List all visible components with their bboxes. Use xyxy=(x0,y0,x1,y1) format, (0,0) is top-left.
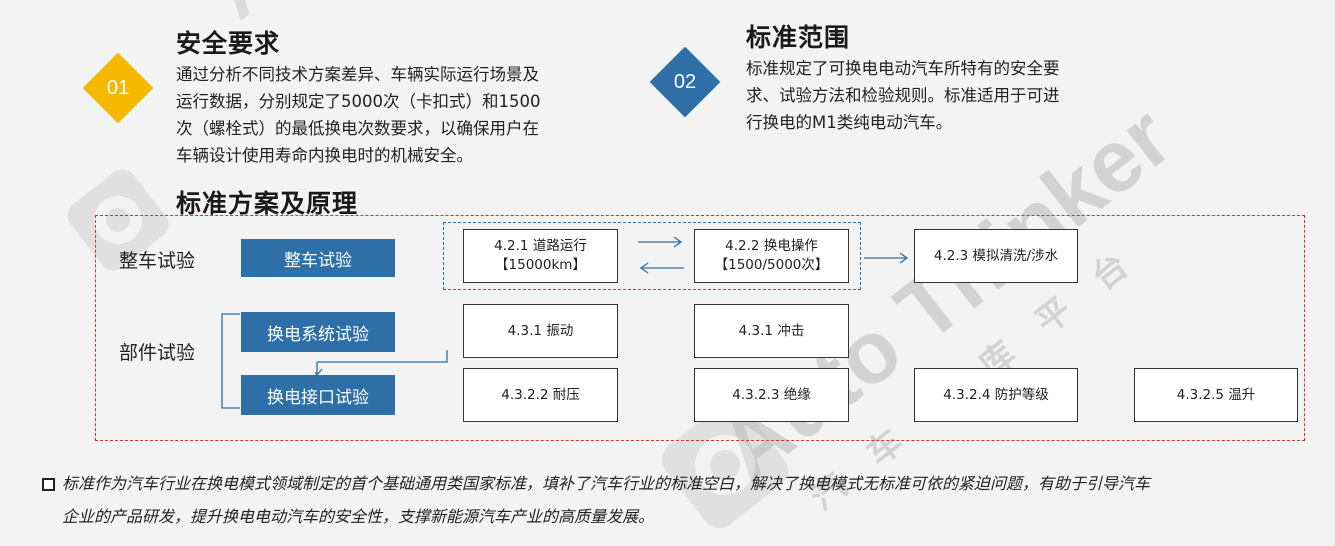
section1-line: 运行数据，分别规定了5000次（卡扣式）和1500 xyxy=(176,92,541,111)
box-temperature-rise: 4.3.2.5 温升 xyxy=(1134,368,1298,422)
component-bracket xyxy=(221,313,240,409)
section2-line: 标准规定了可换电电动汽车所特有的安全要 xyxy=(746,59,1060,78)
footer-text: 标准作为汽车行业在换电模式领域制定的首个基础通用类国家标准，填补了汽车行业的标准… xyxy=(62,467,1322,533)
section2-number: 02 xyxy=(673,70,697,93)
vehicle-test-button[interactable]: 整车试验 xyxy=(241,239,395,277)
section1-line: 通过分析不同技术方案差异、车辆实际运行场景及 xyxy=(176,65,539,84)
watermark-logo-icon xyxy=(67,169,169,271)
watermark-logo-icon-2 xyxy=(661,401,789,529)
arrow-right-icon xyxy=(638,236,683,248)
section1-number: 01 xyxy=(106,76,130,99)
box-wash-wading: 4.2.3 模拟清洗/涉水 xyxy=(914,229,1078,283)
box-insulation: 4.3.2.3 绝缘 xyxy=(694,368,849,422)
diagram-frame xyxy=(95,215,1305,441)
section3-title: 标准方案及原理 xyxy=(176,189,359,218)
vehicle-test-group xyxy=(443,222,861,290)
box-vibration: 4.3.1 振动 xyxy=(463,304,618,358)
box-road-running-line2: 【15000km】 xyxy=(495,257,586,273)
footer-line1: 标准作为汽车行业在换电模式领域制定的首个基础通用类国家标准，填补了汽车行业的标准… xyxy=(62,474,1151,493)
box-road-running: 4.2.1 道路运行 【15000km】 xyxy=(463,229,618,283)
box-protection-rating: 4.3.2.4 防护等级 xyxy=(914,368,1078,422)
section1-badge: 01 xyxy=(81,51,155,125)
box-road-running-line1: 4.2.1 道路运行 xyxy=(494,238,587,254)
section1-description: 通过分析不同技术方案差异、车辆实际运行场景及 运行数据，分别规定了5000次（卡… xyxy=(176,61,596,169)
box-withstand-voltage: 4.3.2.2 耐压 xyxy=(463,368,618,422)
section2-badge: 02 xyxy=(648,45,722,119)
box-swap-operation-line1: 4.2.2 换电操作 xyxy=(725,238,818,254)
section2-title: 标准范围 xyxy=(746,23,851,52)
row-label-component: 部件试验 xyxy=(119,342,196,364)
box-swap-operation-line2: 【1500/5000次】 xyxy=(714,257,829,273)
system-to-interface-connector xyxy=(315,350,448,377)
section1-line: 车辆设计使用寿命内换电时的机械安全。 xyxy=(176,146,473,165)
section2-line: 行换电的M1类纯电动汽车。 xyxy=(746,113,953,132)
arrow-right-icon-2 xyxy=(864,252,909,264)
arrow-left-icon xyxy=(639,262,684,274)
footer-bullet-icon xyxy=(42,478,55,491)
swap-interface-test-button[interactable]: 换电接口试验 xyxy=(241,375,395,415)
box-swap-operation: 4.2.2 换电操作 【1500/5000次】 xyxy=(694,229,849,283)
section2-description: 标准规定了可换电电动汽车所特有的安全要 求、试验方法和检验规则。标准适用于可进 … xyxy=(746,55,1106,136)
box-impact: 4.3.1 冲击 xyxy=(694,304,849,358)
footer-line2: 企业的产品研发，提升换电电动汽车的安全性，支撑新能源汽车产业的高质量发展。 xyxy=(62,507,655,526)
swap-system-test-button[interactable]: 换电系统试验 xyxy=(241,312,395,352)
section1-title: 安全要求 xyxy=(176,29,281,58)
section2-line: 求、试验方法和检验规则。标准适用于可进 xyxy=(746,86,1060,105)
row-label-vehicle: 整车试验 xyxy=(119,250,196,272)
section1-line: 次（螺栓式）的最低换电次数要求，以确保用户在 xyxy=(176,119,539,138)
